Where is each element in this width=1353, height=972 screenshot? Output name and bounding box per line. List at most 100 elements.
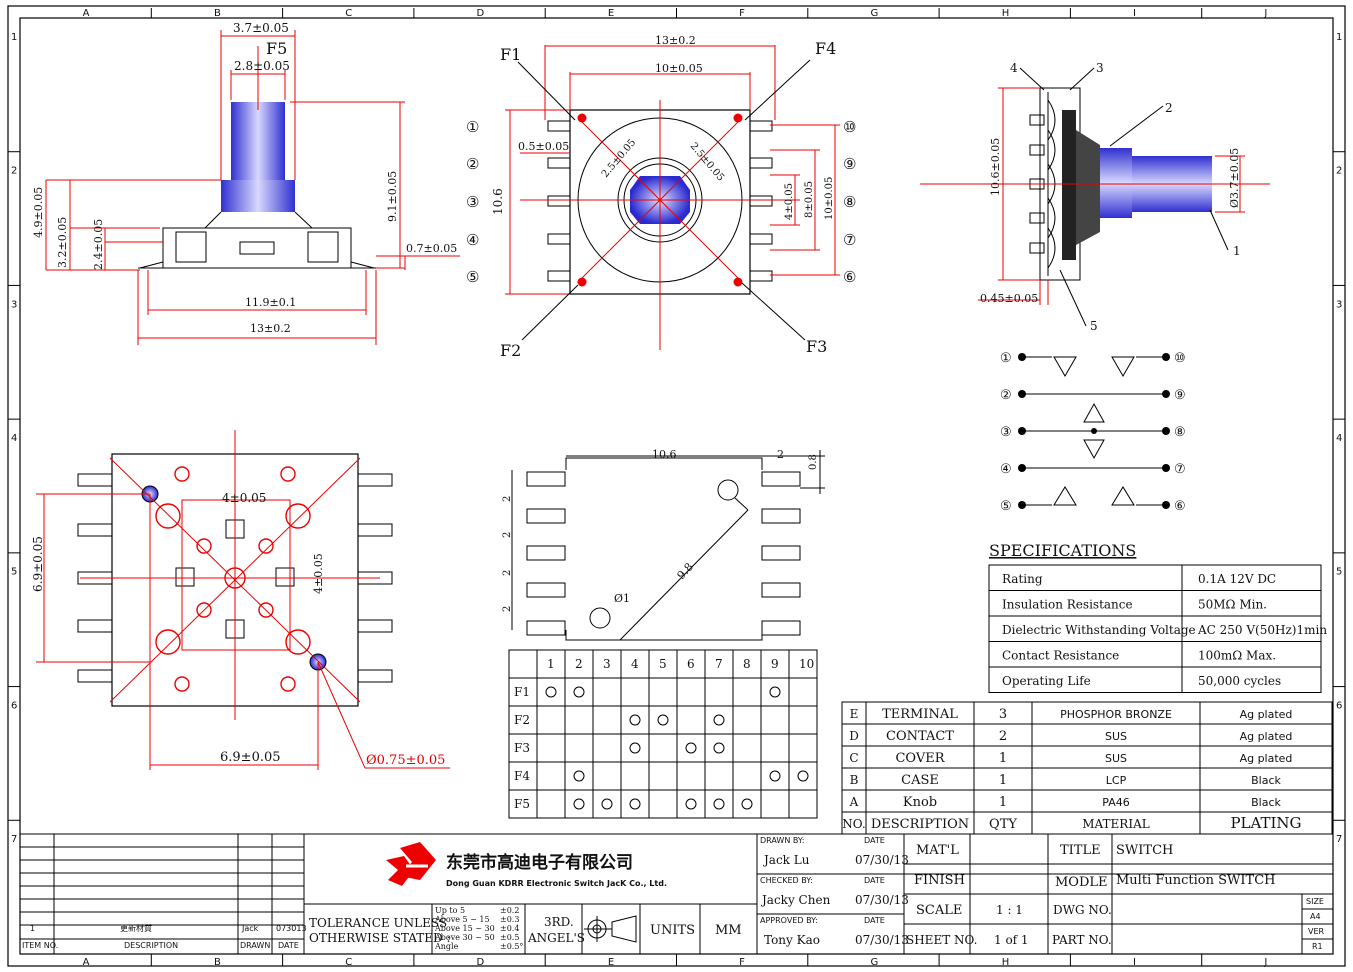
top-view-pin (547, 120, 571, 132)
bottom-view-hole (174, 466, 190, 482)
bottom-view-pin (357, 473, 393, 487)
truth-row-label: F5 (514, 797, 530, 811)
top-view-pin (749, 270, 773, 282)
border-row-label: 4 (11, 433, 17, 444)
rev-date: 073013 (276, 924, 307, 933)
footprint-pad (761, 508, 801, 524)
sheet-value: 1 of 1 (994, 933, 1029, 947)
top-pin-label-left: ③ (466, 193, 479, 211)
dim-9-1: 9.1±0.05 (386, 171, 399, 222)
tolerance-line-1: TOLERANCE UNLESS (309, 916, 447, 930)
border-row-label: 7 (11, 834, 17, 845)
schematic-left-label: ⑤ (1000, 499, 1012, 514)
bom-cell: 2 (999, 729, 1007, 744)
tolerance-range: Up to 5 (435, 906, 465, 915)
border-col-label: J (1263, 957, 1267, 968)
top-view-pin (749, 195, 773, 207)
dim-13-top: 13±0.2 (655, 34, 696, 47)
border-col-label: G (870, 8, 878, 19)
border-row-label: 3 (11, 299, 17, 310)
tolerance-value: ±0.3 (500, 915, 519, 924)
border-col-label: I (1133, 8, 1136, 19)
rev-h-date: DATE (278, 941, 299, 950)
bottom-view-pin (77, 619, 113, 633)
ver-value: R1 (1312, 942, 1323, 951)
part-label: PART NO. (1052, 933, 1112, 947)
dim-6-9-horiz: 6.9±0.05 (220, 750, 281, 765)
title-label: TITLE (1060, 843, 1101, 858)
drawn-by-label: DRAWN BY: (760, 836, 804, 845)
top-pin-label-left: ⑤ (466, 268, 479, 286)
top-pin-label-right: ⑩ (843, 118, 856, 136)
border-col-label: F (739, 957, 745, 968)
date-label-2: DATE (864, 876, 885, 885)
rev-h-item: ITEM NO. (22, 941, 58, 950)
bom-cell: D (849, 729, 859, 743)
dim-6-9-vert: 6.9±0.05 (31, 536, 45, 592)
fp-dim-2-c: 2 (502, 570, 513, 576)
date-label-1: DATE (864, 836, 885, 845)
truth-col-header: 8 (743, 657, 751, 671)
top-pin-label-left: ① (466, 118, 479, 136)
border-col-label: C (345, 957, 352, 968)
border-row-label: 1 (1336, 32, 1342, 43)
bottom-view-hole (280, 676, 296, 692)
bottom-view-pin (357, 669, 393, 683)
date-value-1: 07/30/13 (855, 853, 909, 867)
spec-label: Contact Resistance (1002, 649, 1119, 663)
dim-8-side: 8±0.05 (804, 181, 815, 218)
border-col-label: E (608, 8, 614, 19)
bom-cell: SUS (1105, 730, 1127, 743)
dim-4-bottom: 4±0.05 (222, 491, 266, 505)
bottom-view-hole (196, 602, 212, 618)
top-pin-label-right: ⑨ (843, 155, 856, 173)
top-view: F1 F2 F3 F4 13±0.2 10±0.05 0.5±0.05 10.6… (466, 34, 856, 360)
label-f3: F3 (806, 337, 827, 356)
spec-value: 100mΩ Max. (1198, 649, 1276, 663)
border-col-label: E (608, 957, 614, 968)
bom-cell: 1 (999, 773, 1007, 788)
bom-cell: TERMINAL (882, 707, 958, 722)
footprint-pad (526, 620, 566, 636)
bom-cell: A (849, 795, 859, 809)
fp-dim-2-b: 2 (502, 532, 513, 538)
bom-header-cell: QTY (989, 817, 1017, 832)
dim-10-side: 10±0.05 (824, 177, 835, 220)
footprint-pad (761, 620, 801, 636)
truth-contact-mark (685, 798, 697, 810)
truth-contact-mark (657, 714, 669, 726)
bom-header-cell: NO. (842, 817, 865, 831)
fp-dim-0-8: 0.8 (808, 454, 819, 470)
callout-5: 5 (1090, 319, 1098, 333)
bottom-view-hole (155, 503, 181, 529)
dim-2-4: 2.4±0.05 (92, 219, 105, 270)
border-col-label: D (477, 957, 485, 968)
bom-cell: Ag plated (1240, 730, 1293, 743)
label-f5: F5 (266, 39, 287, 58)
bottom-view-hole (155, 629, 181, 655)
right-view: 10.6±0.05 0.45±0.05 Ø3.7±0.05 1 2 3 4 5 (920, 61, 1270, 333)
border-row-label: 5 (11, 567, 17, 578)
company-name-cn: 东莞市高迪电子有限公司 (446, 852, 633, 873)
border-col-label: G (870, 957, 878, 968)
truth-contact-mark (629, 742, 641, 754)
border-col-label: D (477, 8, 485, 19)
truth-col-header: 1 (547, 657, 555, 671)
border-col-label: C (345, 8, 352, 19)
rev-item-no: 1 (30, 924, 35, 933)
right-view-body (1062, 110, 1076, 260)
schematic-left-label: ① (1000, 351, 1012, 366)
model-value: Multi Function SWITCH (1116, 873, 1275, 888)
border-col-label: A (83, 957, 90, 968)
bom-cell: 1 (999, 795, 1007, 810)
truth-col-header: 9 (771, 657, 779, 671)
scale-label: SCALE (916, 903, 962, 918)
direction-arrow (577, 277, 587, 287)
fp-dim-2-a: 2 (502, 496, 513, 502)
border-col-label: B (214, 8, 221, 19)
tolerance-value: ±0.2 (500, 906, 519, 915)
top-view-pin (547, 233, 571, 245)
schematic-right-label: ⑥ (1174, 499, 1186, 514)
